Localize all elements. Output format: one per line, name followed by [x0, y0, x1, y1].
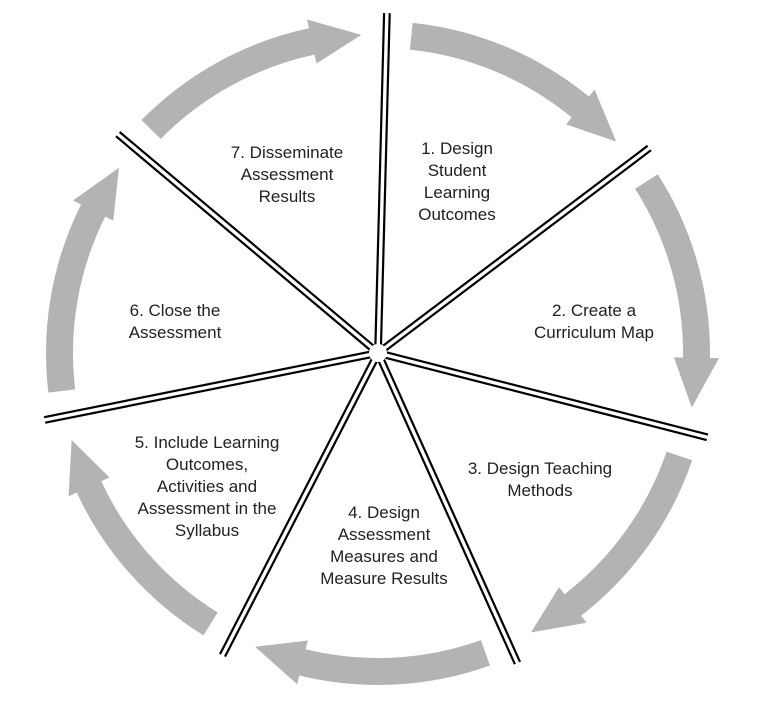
divider-line-1-1 — [374, 13, 386, 345]
cycle-arrow-3 — [531, 451, 693, 633]
step-2-label: 2. Create a Curriculum Map — [534, 301, 654, 342]
divider-line-2-2 — [385, 149, 652, 352]
divider-line-2-1 — [382, 144, 649, 347]
divider-line-4-2 — [377, 360, 516, 665]
hub-center — [369, 344, 387, 362]
divider-line-5-1 — [224, 360, 378, 658]
step-7-label: 7. Disseminate Assessment Results — [230, 143, 344, 206]
cycle-arrow-5 — [68, 440, 218, 636]
divider-line-4-1 — [382, 358, 522, 663]
divider-line-6-2 — [43, 350, 370, 419]
step-5-label: 5. Include Learning Outcomes, Activities… — [134, 433, 280, 540]
divider-line-1-2 — [379, 13, 391, 346]
divider-line-6-1 — [44, 356, 371, 424]
cycle-arrow-4 — [255, 640, 490, 685]
divider-line-3-2 — [384, 356, 707, 442]
divider-line-7-1 — [115, 135, 371, 351]
step-6-label: 6. Close the Assessment — [128, 301, 222, 342]
divider-line-7-2 — [118, 131, 375, 347]
cycle-arrow-2 — [635, 174, 719, 408]
step-3-label: 3. Design Teaching Methods — [467, 459, 613, 500]
divider-line-3-1 — [386, 351, 709, 436]
cycle-arrow-6 — [46, 167, 119, 393]
cycle-arrow-7 — [141, 19, 362, 139]
cycle-arrow-1 — [409, 22, 617, 142]
step-1-label: 1. Design Student Learning Outcomes — [418, 139, 496, 224]
step-4-label: 4. Design Assessment Measures and Measur… — [320, 503, 448, 588]
divider-line-5-2 — [219, 358, 373, 655]
